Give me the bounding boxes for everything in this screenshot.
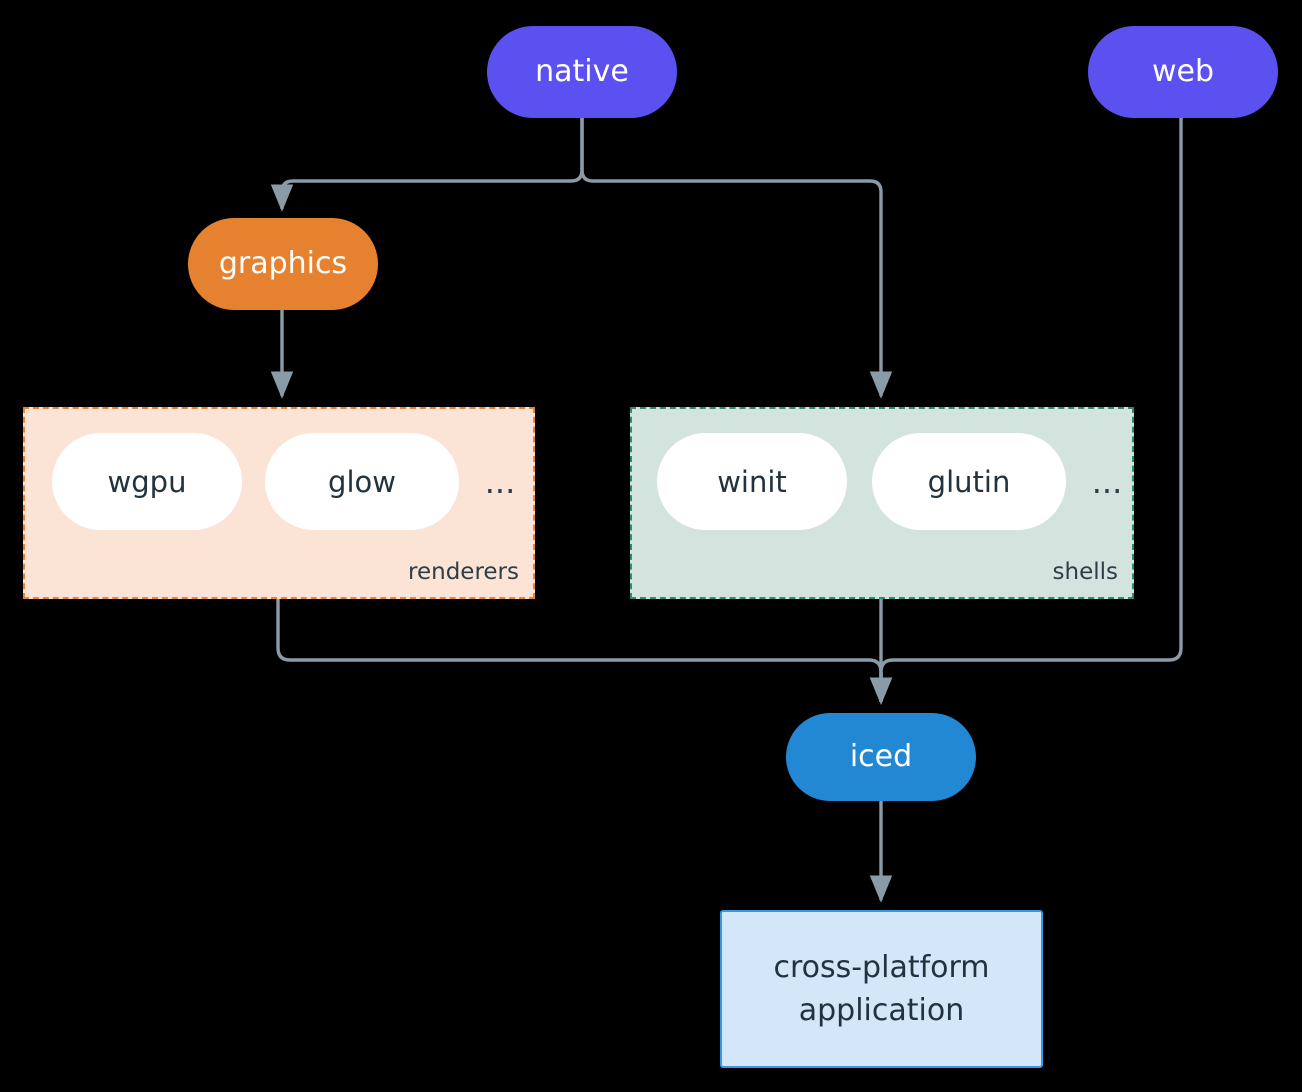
node-cross-platform-application[interactable]: cross-platform application bbox=[720, 910, 1043, 1068]
node-winit[interactable]: winit bbox=[657, 433, 847, 530]
shells-overflow-ellipsis: ... bbox=[1091, 463, 1123, 501]
subgraph-renderers: wgpu glow ... renderers bbox=[23, 407, 535, 599]
subgraph-shells-label: shells bbox=[1052, 559, 1118, 585]
node-wgpu[interactable]: wgpu bbox=[52, 433, 242, 530]
node-glutin[interactable]: glutin bbox=[872, 433, 1066, 530]
renderers-overflow-ellipsis: ... bbox=[484, 463, 516, 501]
subgraph-shells: winit glutin ... shells bbox=[630, 407, 1134, 599]
subgraph-renderers-label: renderers bbox=[408, 559, 519, 585]
edge-native-shells bbox=[580, 118, 893, 399]
edge-native-split bbox=[270, 118, 584, 212]
application-label-line-1: cross-platform bbox=[773, 949, 990, 985]
node-glow[interactable]: glow bbox=[265, 433, 459, 530]
application-label-line-2: application bbox=[798, 993, 965, 1028]
node-graphics[interactable]: graphics bbox=[188, 218, 378, 310]
node-native[interactable]: native bbox=[487, 26, 677, 118]
node-web[interactable]: web bbox=[1088, 26, 1278, 118]
node-iced[interactable]: iced bbox=[786, 713, 976, 801]
edge-renderers-iced bbox=[276, 599, 893, 705]
